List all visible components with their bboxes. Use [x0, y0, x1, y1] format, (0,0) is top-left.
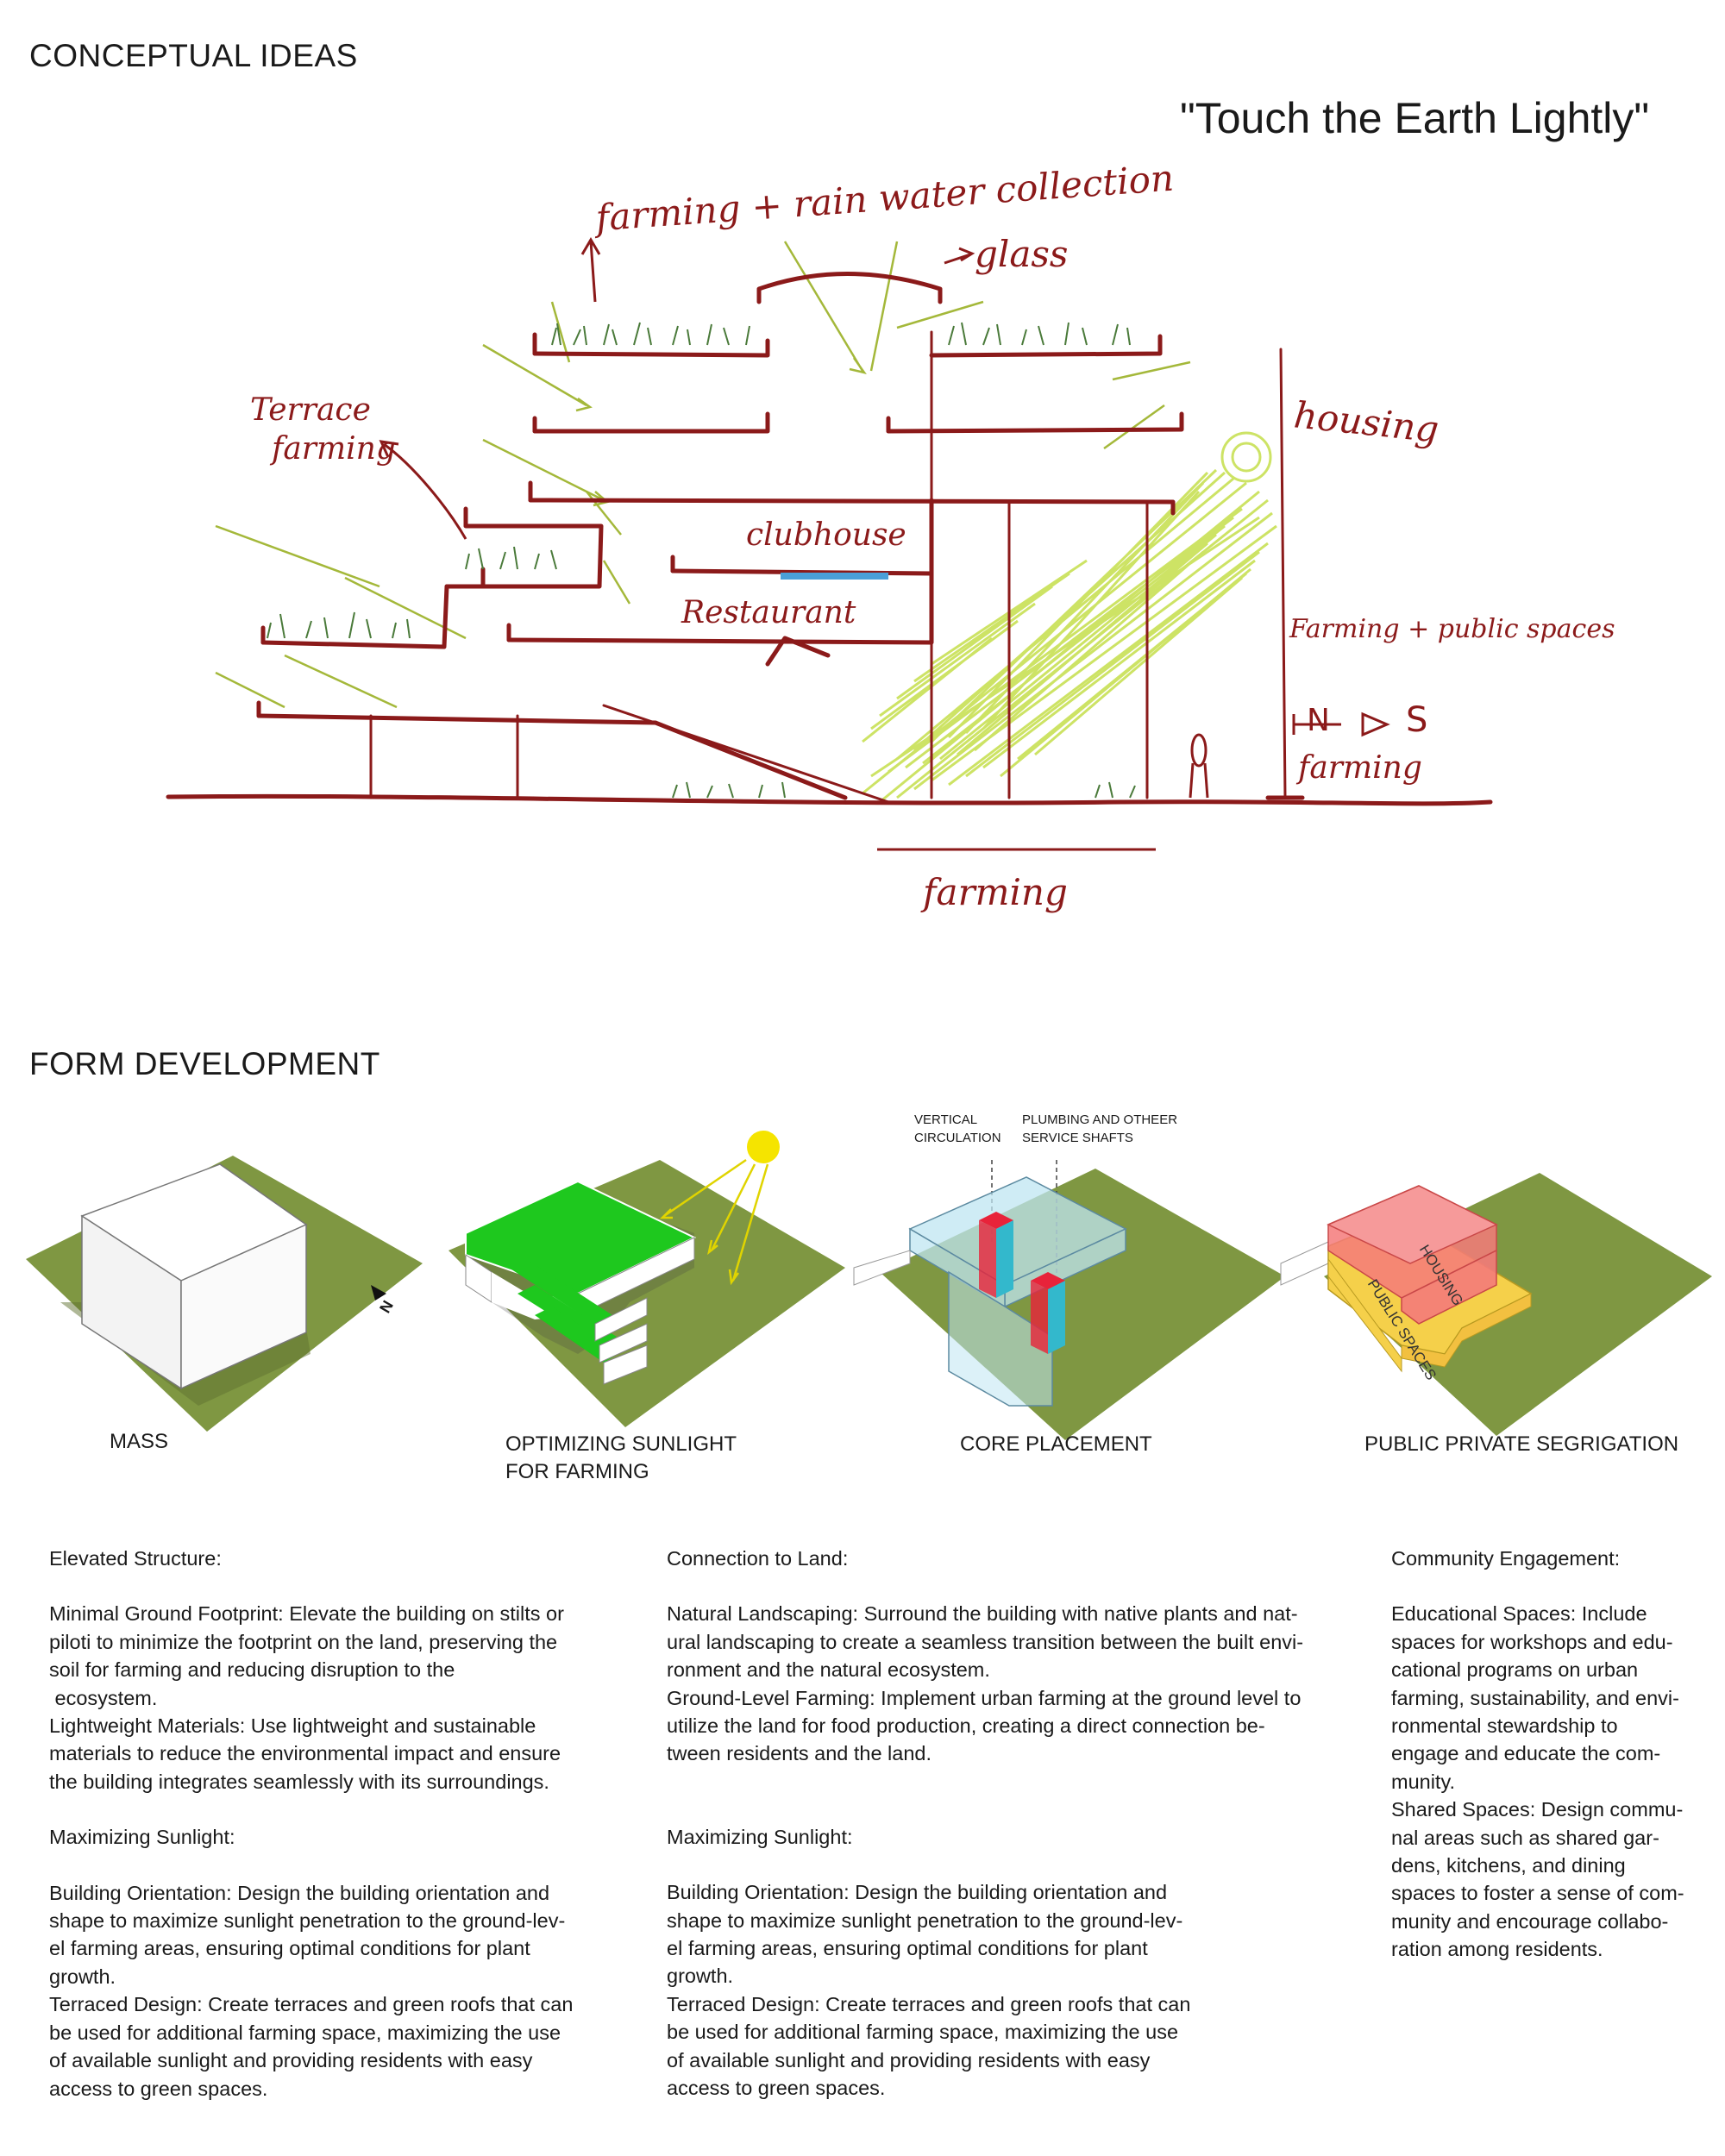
core-shaft-2: [1031, 1272, 1065, 1354]
col2-line: growth.: [667, 1965, 734, 1988]
label-terrace-2: farming: [272, 431, 396, 467]
col3-line: Shared Spaces: Design commu-: [1391, 1798, 1684, 1821]
col2-line: Natural Landscaping: Surround the buildi…: [667, 1602, 1298, 1626]
col1-line: Maximizing Sunlight:: [49, 1826, 235, 1849]
col1-line: ecosystem.: [49, 1686, 158, 1709]
caption-sunlight-2: FOR FARMING: [505, 1460, 649, 1483]
label-service-shafts-1: PLUMBING AND OTHEER: [1022, 1112, 1178, 1127]
label-service-shafts-2: SERVICE SHAFTS: [1022, 1131, 1133, 1145]
col1-line: materials to reduce the environmental im…: [49, 1742, 561, 1765]
concept-sketch: [166, 237, 1493, 851]
col1-line: piloti to minimize the footprint on the …: [49, 1630, 558, 1653]
label-vertical-circulation-2: CIRCULATION: [914, 1131, 1001, 1145]
col1-line: Terraced Design: Create terraces and gre…: [49, 1993, 574, 2016]
col2-line: Connection to Land:: [667, 1547, 849, 1570]
col3-line: munity and encourage collabo-: [1391, 1909, 1669, 1933]
col2-line: Building Orientation: Design the buildin…: [667, 1881, 1168, 1904]
diagram-sunlight: [448, 1131, 845, 1427]
text-column-2: Connection to Land: Natural Landscaping:…: [667, 1545, 1374, 2103]
sun-rays: [862, 431, 1277, 804]
col2-line: shape to maximize sunlight penetration t…: [667, 1908, 1183, 1932]
text-column-3: Community Engagement: Educational Spaces…: [1391, 1545, 1719, 1964]
col1-line: Minimal Ground Footprint: Elevate the bu…: [49, 1602, 564, 1626]
col3-line: Community Engagement:: [1391, 1547, 1621, 1570]
col1-line: be used for additional farming space, ma…: [49, 2021, 561, 2044]
col3-line: engage and educate the com-: [1391, 1742, 1661, 1765]
col3-line: munity.: [1391, 1770, 1455, 1793]
col1-line: Elevated Structure:: [49, 1547, 222, 1570]
caption-segregation: PUBLIC PRIVATE SEGRIGATION: [1364, 1432, 1679, 1456]
col1-line: Lightweight Materials: Use lightweight a…: [49, 1714, 536, 1738]
text-column-1: Elevated Structure: Minimal Ground Footp…: [49, 1545, 636, 2103]
caption-mass: MASS: [110, 1430, 169, 1453]
col1-line: growth.: [49, 1965, 116, 1988]
label-farming-bottom: farming: [923, 871, 1068, 913]
label-clubhouse: clubhouse: [746, 517, 906, 553]
col1-line: soil for farming and reducing disruption…: [49, 1658, 455, 1682]
human-figure: [1189, 733, 1209, 799]
col3-line: Educational Spaces: Include: [1391, 1602, 1647, 1626]
diagram-segregation: [1280, 1173, 1712, 1436]
col2-line: ural landscaping to create a seamless tr…: [667, 1630, 1304, 1653]
red-annotation-arrows: [379, 237, 1390, 851]
caption-core: CORE PLACEMENT: [960, 1432, 1152, 1456]
green-arrows: [215, 241, 1191, 709]
col2-line: of available sunlight and providing resi…: [667, 2048, 1151, 2071]
label-north: N: [1307, 703, 1330, 738]
col3-line: cational programs on urban: [1391, 1658, 1639, 1682]
col2-line: Ground-Level Farming: Implement urban fa…: [667, 1686, 1302, 1709]
col1-line: the building integrates seamlessly with …: [49, 1770, 549, 1793]
north-arrow-icon: [371, 1285, 386, 1300]
col3-line: spaces to foster a sense of com-: [1391, 1882, 1684, 1905]
col3-line: spaces for workshops and edu-: [1391, 1630, 1673, 1653]
section-title-conceptual: CONCEPTUAL IDEAS: [29, 38, 358, 73]
mass-right: [180, 1223, 307, 1390]
col1-line: Building Orientation: Design the buildin…: [49, 1881, 550, 1904]
label-vertical-circulation-1: VERTICAL: [914, 1112, 978, 1127]
col2-line: Terraced Design: Create terraces and gre…: [667, 1992, 1191, 2015]
col2-line: access to green spaces.: [667, 2077, 886, 2100]
col2-line: be used for additional farming space, ma…: [667, 2021, 1179, 2044]
col3-line: nal areas such as shared gar-: [1391, 1826, 1659, 1849]
label-farming-right: farming: [1298, 750, 1422, 786]
building-section: [166, 272, 1493, 806]
col1-line: access to green spaces.: [49, 2077, 268, 2100]
label-terrace-1: Terrace: [250, 392, 371, 428]
sun-icon: [747, 1131, 780, 1163]
section-title-form: FORM DEVELOPMENT: [29, 1046, 380, 1081]
col1-line: shape to maximize sunlight penetration t…: [49, 1909, 566, 1933]
roof-plants: [267, 322, 1136, 799]
col3-line: ration among residents.: [1391, 1938, 1603, 1961]
col2-line: tween residents and the land.: [667, 1742, 932, 1765]
diagram-core: [853, 1160, 1285, 1440]
caption-sunlight-1: OPTIMIZING SUNLIGHT: [505, 1432, 737, 1456]
quote-title: "Touch the Earth Lightly": [1180, 94, 1650, 142]
label-restaurant: Restaurant: [681, 595, 856, 630]
label-south: S: [1406, 700, 1428, 740]
core-shaft-1: [979, 1212, 1013, 1298]
col2-line: Maximizing Sunlight:: [667, 1825, 853, 1848]
label-glass: glass: [975, 233, 1069, 275]
label-farming-public: Farming + public spaces: [1289, 614, 1615, 644]
diagram-mass: [26, 1156, 423, 1432]
col3-line: ronmental stewardship to: [1391, 1714, 1618, 1738]
col2-line: utilize the land for food production, cr…: [667, 1714, 1265, 1738]
col1-line: of available sunlight and providing resi…: [49, 2049, 533, 2072]
col2-line: ronment and the natural ecosystem.: [667, 1658, 990, 1682]
col1-line: el farming areas, ensuring optimal condi…: [49, 1937, 530, 1960]
col3-line: farming, sustainability, and envi-: [1391, 1686, 1679, 1709]
col3-line: dens, kitchens, and dining: [1391, 1854, 1626, 1877]
col2-line: el farming areas, ensuring optimal condi…: [667, 1937, 1148, 1960]
